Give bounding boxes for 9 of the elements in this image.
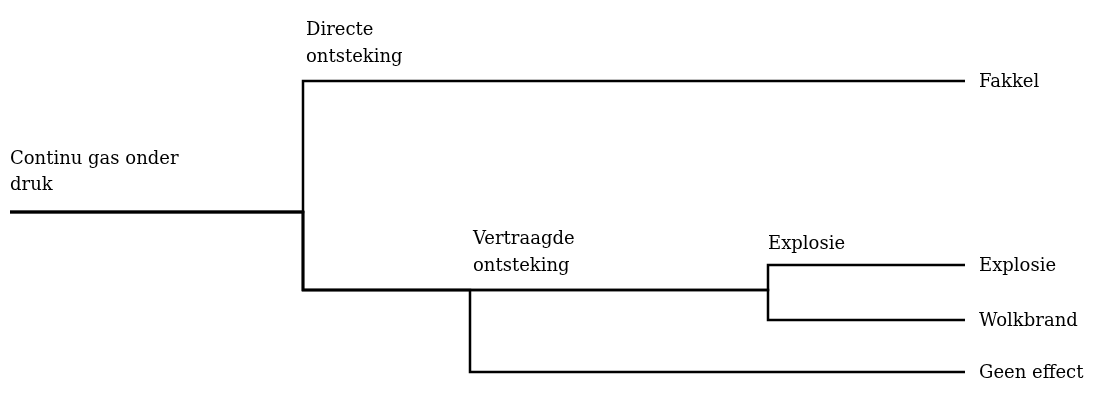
outcome-text: Fakkel: [965, 67, 1095, 95]
outcome-text: Wolkbrand: [965, 306, 1105, 334]
branch-label: Vertraagde ontsteking: [473, 226, 576, 277]
branch-label: Directe ontsteking: [306, 17, 404, 68]
outcome-text: Explosie: [965, 251, 1095, 279]
branch-line: [10, 210, 965, 374]
initial-event-text: Continu gas onder druk: [10, 145, 220, 212]
outcome-text: Geen effect: [965, 358, 1110, 386]
branch-label: Explosie: [768, 231, 847, 255]
